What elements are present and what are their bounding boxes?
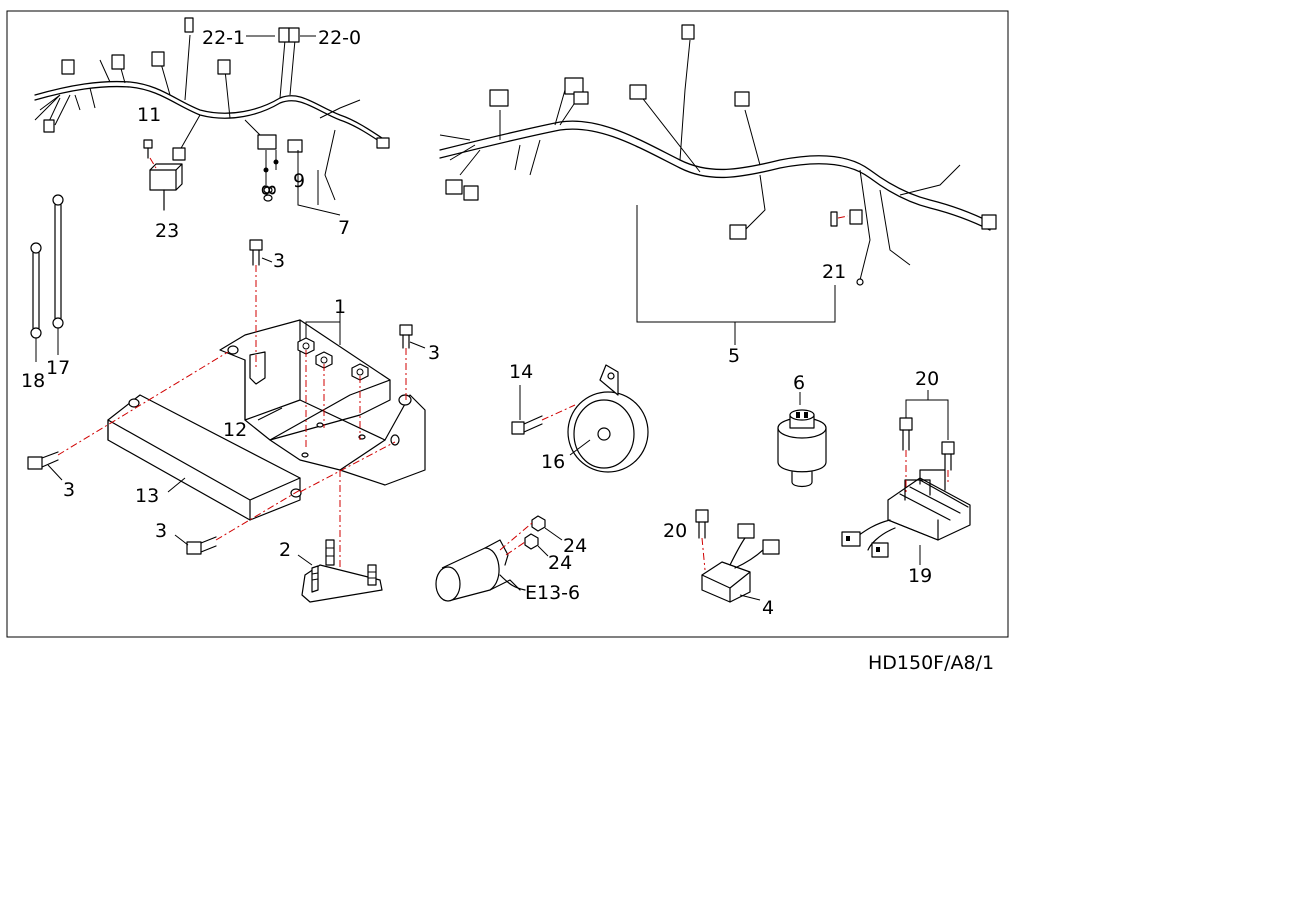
callout-3-top: 3 xyxy=(273,250,285,272)
stay-17[interactable] xyxy=(52,194,64,329)
callout-7: 7 xyxy=(338,217,350,239)
drawing-frame xyxy=(6,10,1009,638)
callout-16: 16 xyxy=(541,451,565,473)
plate-2[interactable] xyxy=(301,539,383,603)
bracket-13[interactable] xyxy=(107,394,302,521)
stay-18[interactable] xyxy=(30,242,42,339)
bolt-14[interactable] xyxy=(511,415,543,435)
callout-23: 23 xyxy=(155,220,179,242)
nuts-24[interactable] xyxy=(524,515,546,550)
callout-20-coil: 20 xyxy=(663,520,687,542)
callout-19: 19 xyxy=(908,565,932,587)
callout-3-left: 3 xyxy=(63,479,75,501)
wire-harness-main[interactable] xyxy=(439,24,997,286)
horn-16[interactable] xyxy=(567,364,649,473)
ignition-unit-4[interactable] xyxy=(701,523,780,603)
screw-11[interactable] xyxy=(143,139,153,159)
callout-3-bottom: 3 xyxy=(155,520,167,542)
regulator-rectifier-19[interactable] xyxy=(841,469,971,558)
wire-harness-left[interactable] xyxy=(34,17,390,201)
leader-5 xyxy=(636,205,836,323)
flasher-relay-6[interactable] xyxy=(777,409,827,488)
callout-e13-6: E13-6 xyxy=(525,582,580,604)
condenser-e13-6[interactable] xyxy=(435,539,526,602)
callout-11: 11 xyxy=(137,104,161,126)
callout-17: 17 xyxy=(46,357,70,379)
callout-4: 4 xyxy=(762,597,774,619)
callout-5: 5 xyxy=(728,345,740,367)
fuse-8[interactable] xyxy=(263,150,279,202)
drawing-code: HD150F/A8/1 xyxy=(868,652,994,674)
callout-3-right: 3 xyxy=(428,342,440,364)
callout-22-1: 22-1 xyxy=(202,27,245,49)
bolts-20-regulator[interactable] xyxy=(899,417,955,471)
bolt-20-coil[interactable] xyxy=(695,509,709,539)
relay-23[interactable] xyxy=(149,163,183,211)
callout-24-top: 24 xyxy=(563,535,587,557)
bracket-12[interactable] xyxy=(219,319,426,486)
callout-9: 9 xyxy=(293,170,305,192)
bolt-3-top[interactable] xyxy=(249,239,263,266)
callout-24-bottom: 24 xyxy=(548,552,572,574)
callout-18: 18 xyxy=(21,370,45,392)
callout-1: 1 xyxy=(334,296,346,318)
callout-14: 14 xyxy=(509,361,533,383)
callout-12: 12 xyxy=(223,419,247,441)
bolt-3-bottom[interactable] xyxy=(186,536,217,555)
callout-2: 2 xyxy=(279,539,291,561)
fuse-21[interactable] xyxy=(830,211,838,227)
bolt-3-right[interactable] xyxy=(399,324,413,349)
callout-6: 6 xyxy=(793,372,805,394)
callout-8: 8 xyxy=(257,184,279,196)
callout-22-0: 22-0 xyxy=(318,27,361,49)
callout-21: 21 xyxy=(822,261,846,283)
callout-20-regulator: 20 xyxy=(915,368,939,390)
bolt-3-left[interactable] xyxy=(27,451,59,470)
callout-13: 13 xyxy=(135,485,159,507)
